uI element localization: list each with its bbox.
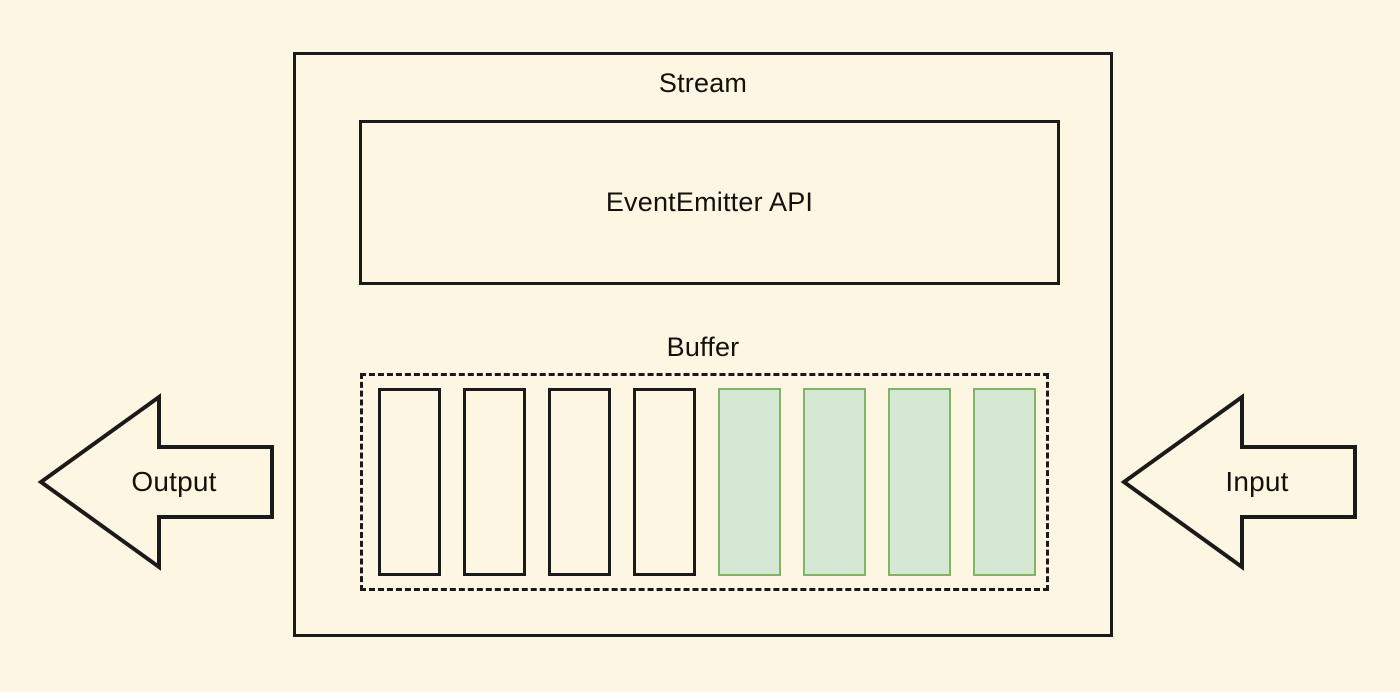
buffer-title: Buffer (666, 332, 740, 362)
buffer-cell-empty (633, 388, 696, 576)
buffer-cell-empty (378, 388, 441, 576)
buffer-cell-empty (548, 388, 611, 576)
arrow-left-icon (37, 393, 274, 571)
buffer-cell-list (378, 388, 1036, 576)
output-arrow: Output (36, 392, 276, 572)
arrow-left-icon (1120, 393, 1357, 571)
input-arrow: Input (1119, 392, 1359, 572)
eventemitter-api-box: EventEmitter API (359, 120, 1060, 285)
buffer-cell-filled (803, 388, 866, 576)
stream-container: Stream EventEmitter API Buffer (293, 52, 1113, 637)
buffer-cell-filled (888, 388, 951, 576)
eventemitter-api-label: EventEmitter API (605, 187, 814, 217)
buffer-container (360, 373, 1049, 591)
buffer-cell-filled (718, 388, 781, 576)
stream-title: Stream (658, 68, 748, 98)
buffer-cell-empty (463, 388, 526, 576)
buffer-cell-filled (973, 388, 1036, 576)
